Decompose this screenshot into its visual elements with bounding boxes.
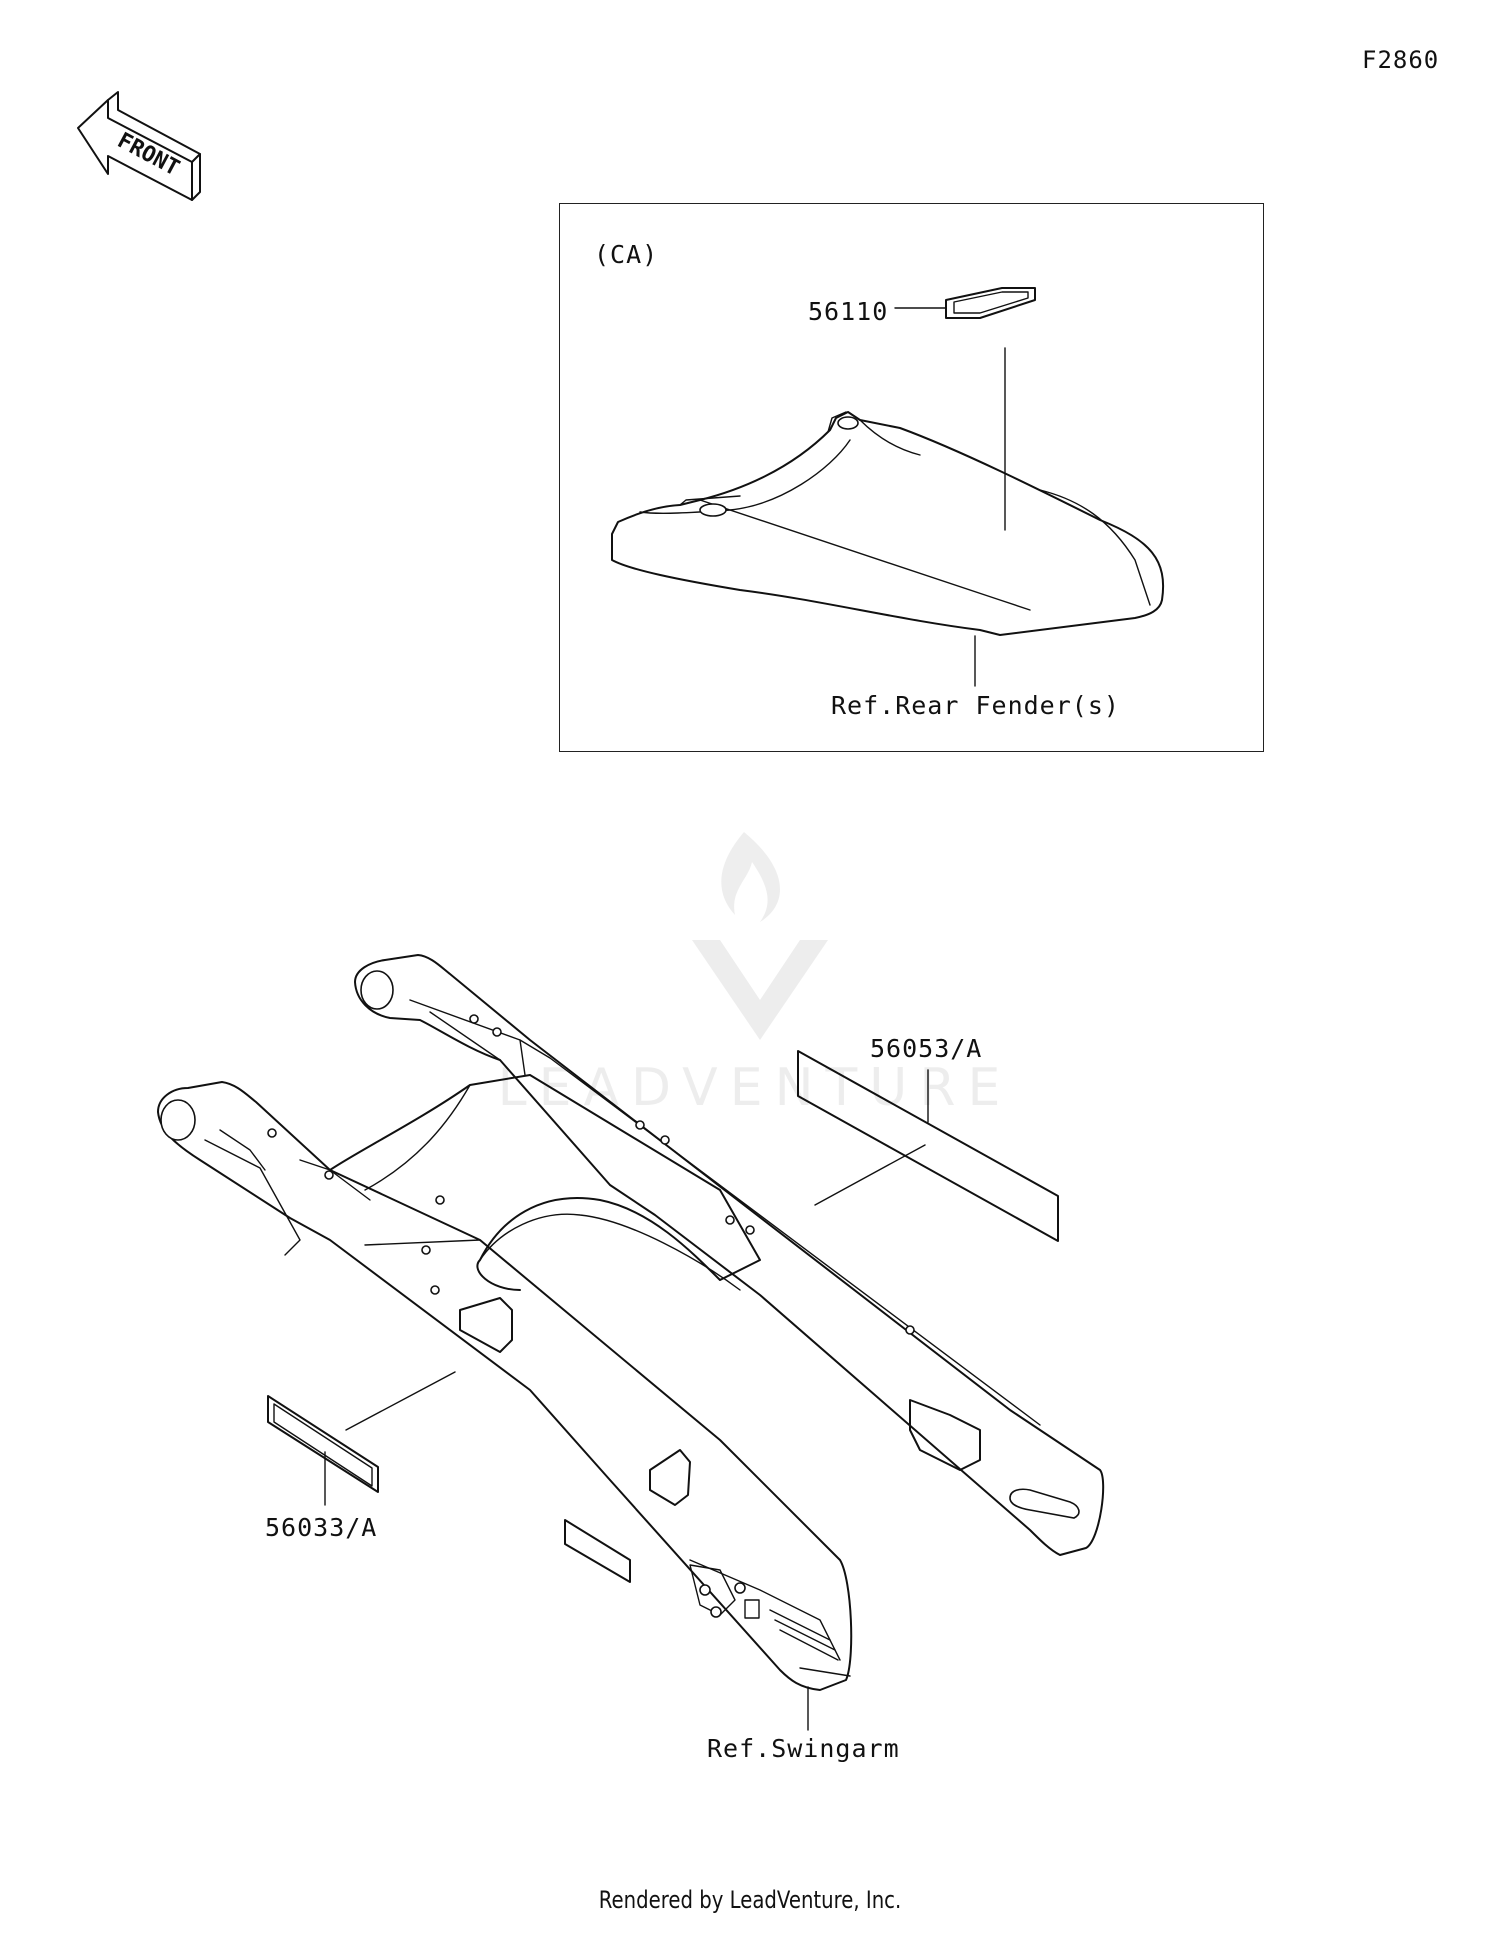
part-number-56110[interactable]: 56110 <box>808 297 889 326</box>
diagram-code: F2860 <box>1362 46 1440 74</box>
inset-region-label: (CA) <box>594 240 659 269</box>
reference-swingarm[interactable]: Ref.Swingarm <box>707 1734 900 1763</box>
watermark-text: LEADVENTURE <box>498 1058 1013 1118</box>
label-sticker-56053a <box>797 1050 1059 1242</box>
part-number-56033a[interactable]: 56033/A <box>265 1513 378 1542</box>
front-arrow-badge: FRONT <box>77 91 201 201</box>
label-sticker-56110 <box>894 287 1036 687</box>
watermark-logo: LEADVENTURE <box>498 832 1013 1118</box>
label-sticker-56033a <box>267 1371 456 1506</box>
rear-fender-drawing <box>611 411 1164 636</box>
footer-credit: Rendered by LeadVenture, Inc. <box>598 1886 902 1914</box>
swingarm-drawing <box>157 954 1105 1691</box>
inset-frame <box>559 203 1264 752</box>
reference-rear-fender[interactable]: Ref.Rear Fender(s) <box>831 691 1120 720</box>
front-badge-text: FRONT <box>113 128 183 181</box>
part-number-56053a[interactable]: 56053/A <box>870 1034 983 1063</box>
